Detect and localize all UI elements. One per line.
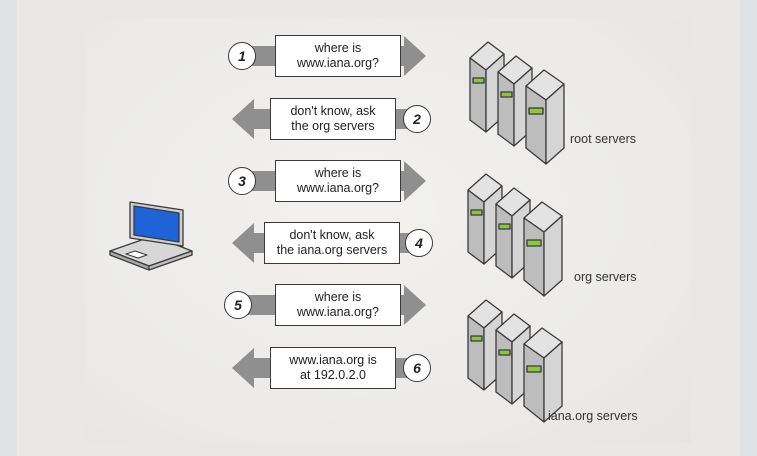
message-6-line-1: www.iana.org is <box>289 353 377 367</box>
step-number-2: 2 <box>403 105 431 133</box>
message-3-line-2: www.iana.org? <box>297 181 379 195</box>
step-number-1: 1 <box>228 42 256 70</box>
step-number-5: 5 <box>224 291 252 319</box>
iana-servers-cluster <box>467 299 563 423</box>
message-5-line-1: where is <box>314 290 362 304</box>
message-3-line-1: where is <box>314 166 362 180</box>
message-6-line-2: at 192.0.2.0 <box>299 368 366 382</box>
message-5-line-2: www.iana.org? <box>297 305 379 319</box>
step-number-4: 4 <box>405 229 433 257</box>
org-servers-label: org servers <box>574 270 637 284</box>
message-1-line-1: where is <box>314 41 362 55</box>
root-servers-cluster <box>469 41 565 165</box>
iana-servers-label: iana.org servers <box>548 409 638 423</box>
message-1-line-2: www.iana.org? <box>297 56 379 70</box>
org-servers-cluster <box>467 173 563 297</box>
root-servers-label: root servers <box>570 132 636 146</box>
arrows <box>232 36 426 388</box>
message-2-line-2: the org servers <box>291 119 375 133</box>
step-number-6: 6 <box>403 354 431 382</box>
message-4-line-1: don't know, ask <box>289 228 375 242</box>
message-4-line-2: the iana.org servers <box>276 243 388 257</box>
laptop-icon <box>109 201 193 271</box>
message-2-line-1: don't know, ask <box>290 104 376 118</box>
step-number-3: 3 <box>228 167 256 195</box>
